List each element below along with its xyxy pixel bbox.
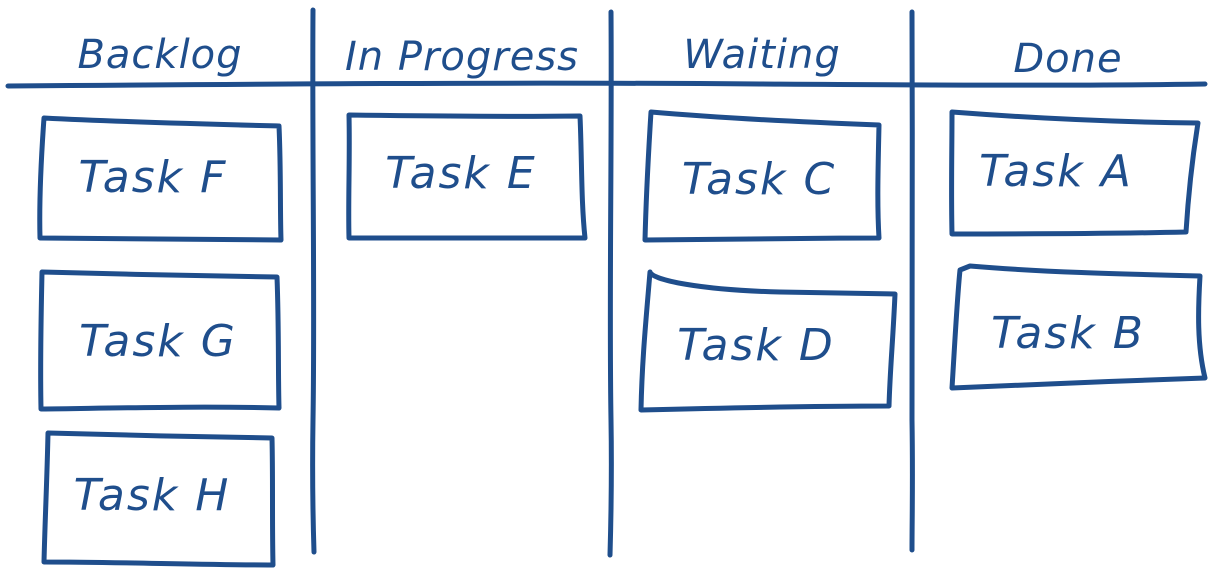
column-title-waiting: Waiting — [683, 32, 841, 78]
column-title-in-progress: In Progress — [345, 34, 579, 80]
task-card-a-label: Task A — [979, 146, 1133, 197]
task-card-e[interactable]: Task E — [346, 112, 588, 241]
task-card-b[interactable]: Task B — [949, 263, 1208, 391]
task-card-g-frame — [38, 269, 282, 412]
task-card-f-frame — [37, 115, 284, 243]
task-card-c-frame — [642, 109, 882, 243]
column-divider-3 — [909, 9, 915, 553]
task-card-h[interactable]: Task H — [41, 430, 276, 568]
column-title-backlog: Backlog — [77, 32, 242, 78]
task-card-d[interactable]: Task D — [638, 269, 898, 413]
task-card-c[interactable]: Task C — [642, 109, 882, 243]
column-divider-2 — [607, 9, 614, 558]
task-card-e-label: Task E — [385, 148, 536, 199]
column-title-done: Done — [1013, 36, 1122, 82]
task-card-b-label: Task B — [991, 308, 1145, 359]
task-card-g-label: Task G — [79, 316, 237, 367]
task-card-d-frame — [638, 269, 898, 413]
header-divider-line — [5, 80, 1208, 89]
task-card-c-label: Task C — [682, 154, 836, 205]
task-card-a[interactable]: Task A — [949, 109, 1201, 237]
task-card-f[interactable]: Task F — [37, 115, 284, 243]
task-card-h-frame — [41, 430, 276, 568]
task-card-h-label: Task H — [74, 470, 231, 521]
task-card-e-frame — [346, 112, 588, 241]
task-card-d-label: Task D — [677, 320, 835, 371]
task-card-f-label: Task F — [79, 152, 228, 203]
task-card-a-frame — [949, 109, 1201, 237]
task-card-b-frame — [949, 263, 1208, 391]
task-card-g[interactable]: Task G — [38, 269, 282, 412]
column-divider-1 — [310, 7, 317, 555]
